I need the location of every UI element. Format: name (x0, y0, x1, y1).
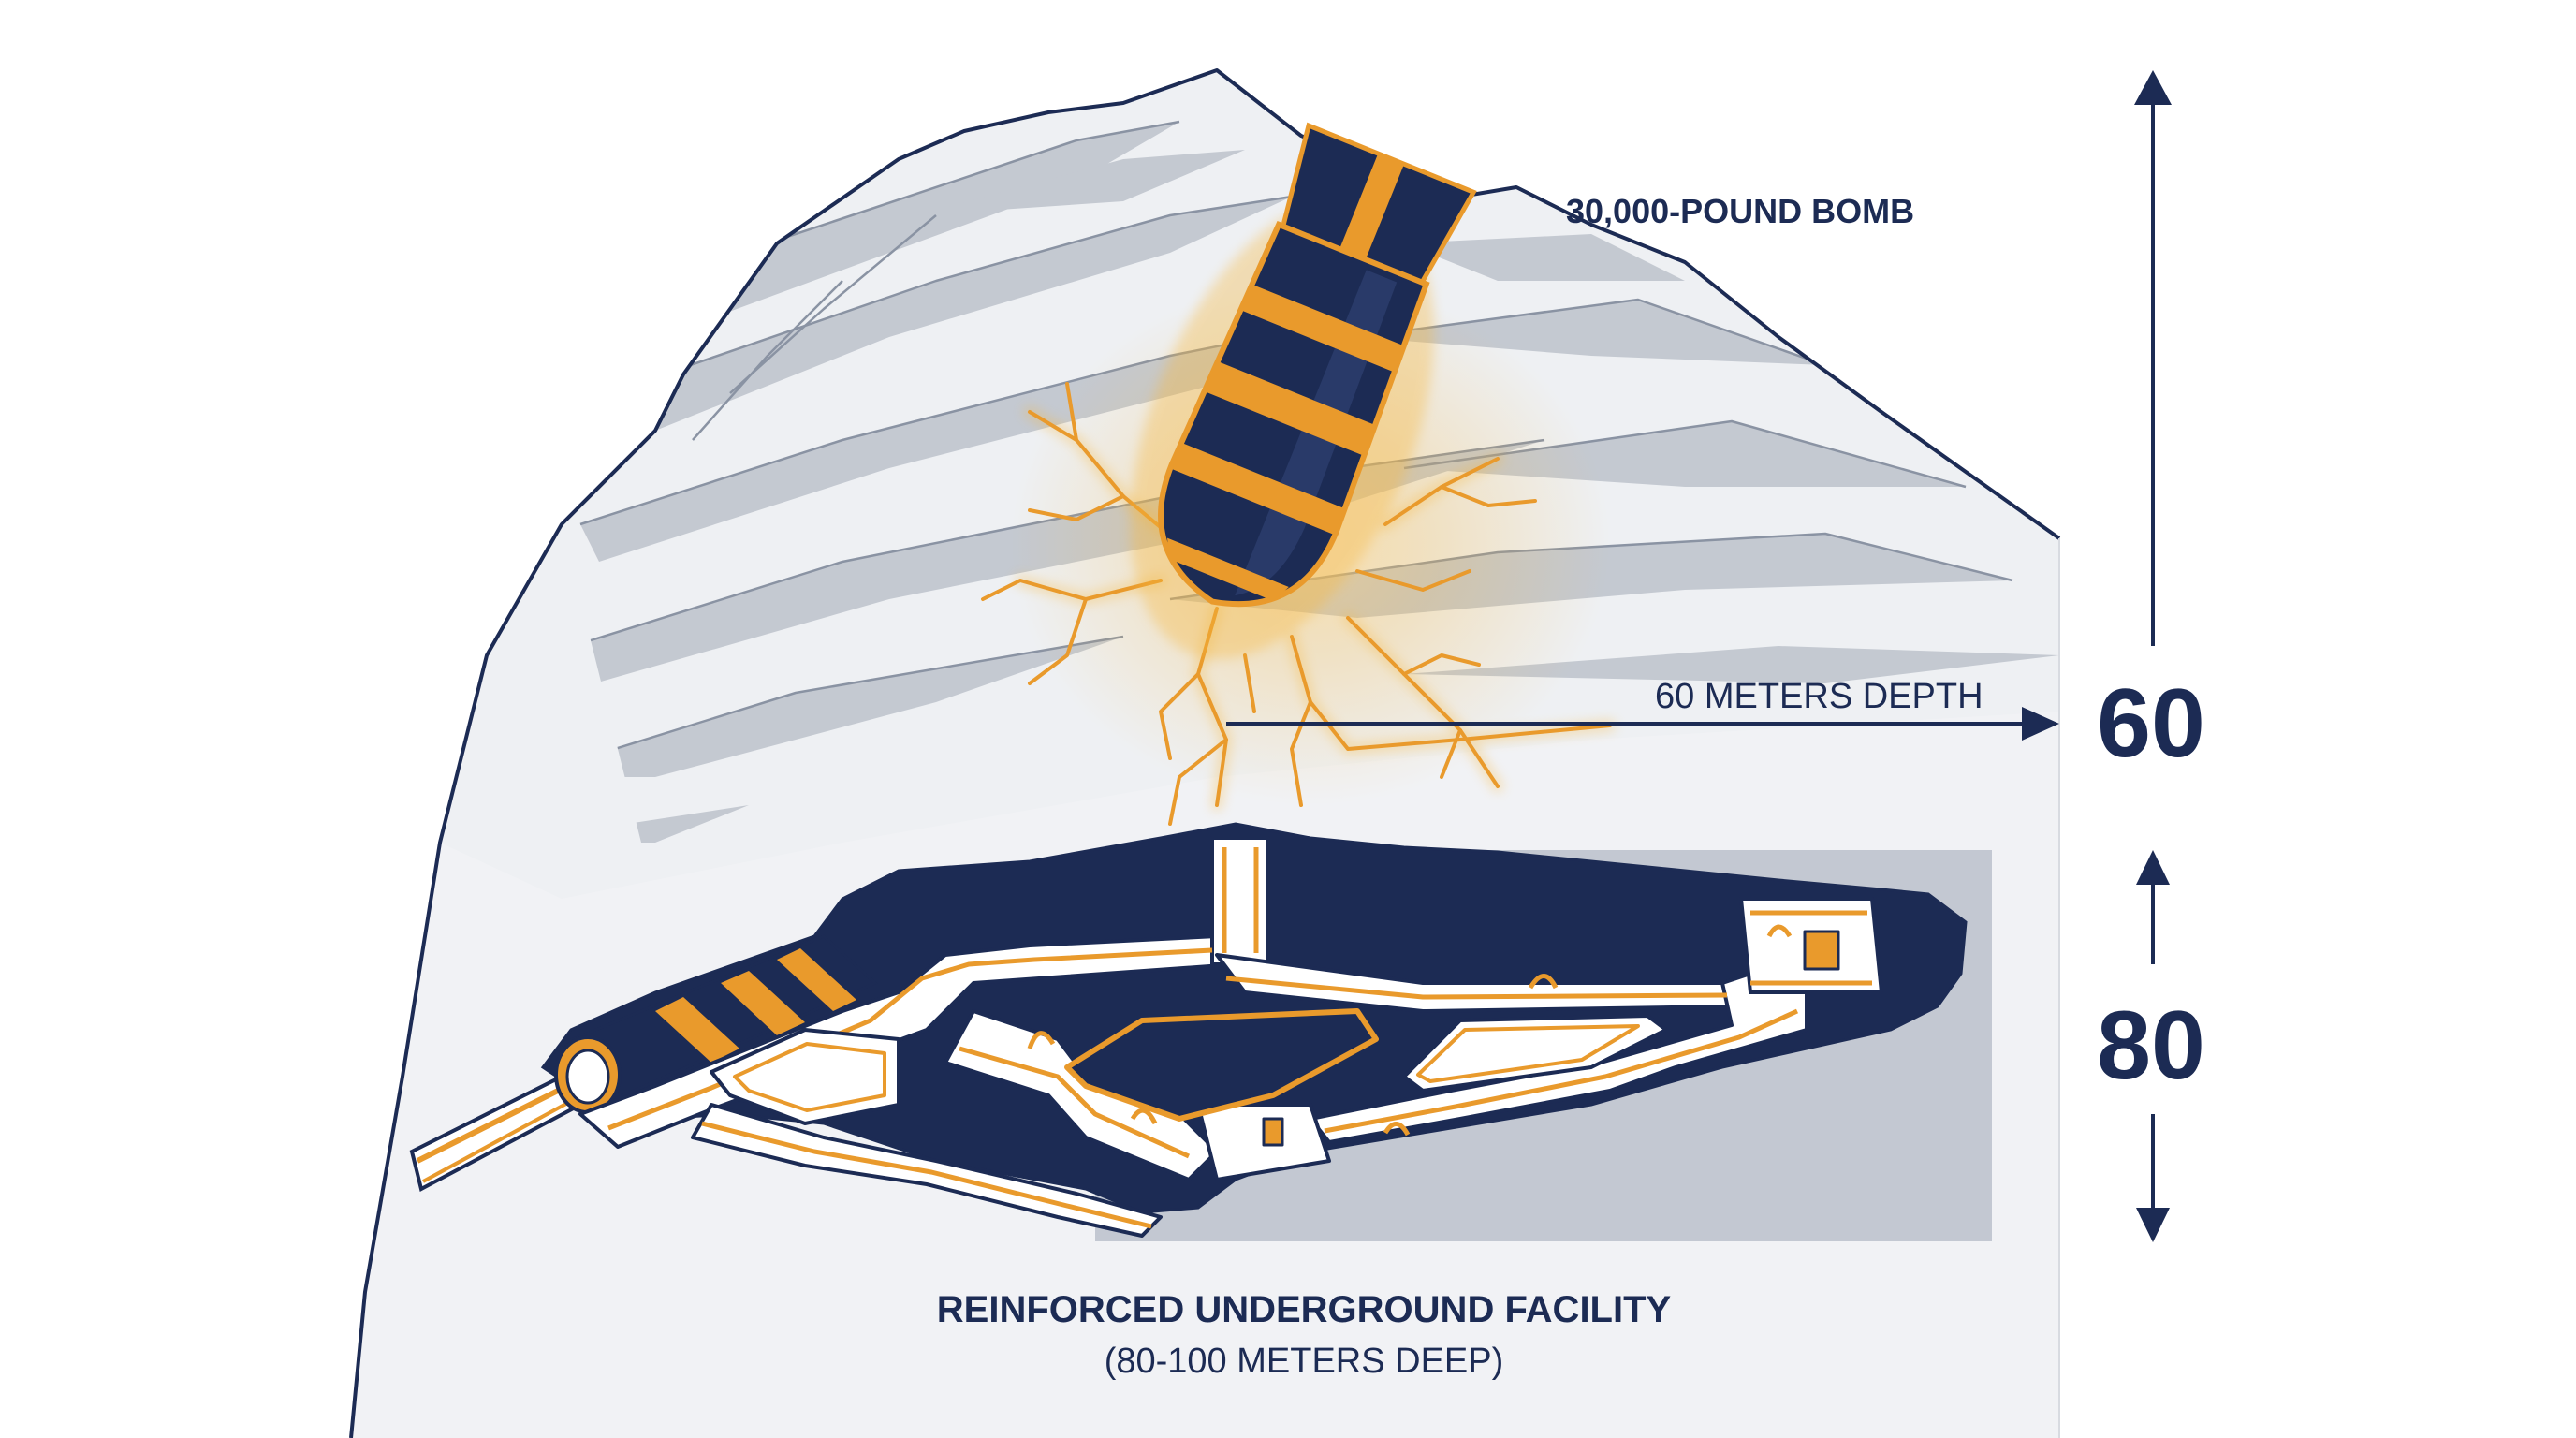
facility-title: REINFORCED UNDERGROUND FACILITY (937, 1289, 1672, 1330)
arrow-down-icon (2136, 1208, 2170, 1242)
bomb-icon (1130, 122, 1477, 659)
arrow-up-icon (2136, 850, 2170, 885)
arrow-up-icon (2134, 70, 2172, 105)
arrow-right-icon (2022, 707, 2059, 741)
scale-value-60: 60 (2097, 669, 2205, 778)
arches (1027, 924, 1793, 1137)
depth-label: 60 METERS DEPTH (1655, 677, 1983, 716)
facility-subtitle: (80-100 METERS DEEP) (1105, 1342, 1504, 1381)
bunker-cutaway (409, 822, 1968, 1238)
mountain-outline (349, 68, 2061, 1438)
depth-pointer (1226, 707, 2059, 741)
depth-scale (2134, 70, 2172, 1242)
room-door (1803, 930, 1840, 971)
orange-trim (607, 847, 1872, 1229)
rooms (710, 930, 1840, 1147)
scale-value-80: 80 (2097, 991, 2205, 1100)
room-center (1064, 1008, 1379, 1122)
bomb-label: 30,000-POUND BOMB (1566, 192, 1914, 230)
room-right (1402, 1014, 1668, 1093)
